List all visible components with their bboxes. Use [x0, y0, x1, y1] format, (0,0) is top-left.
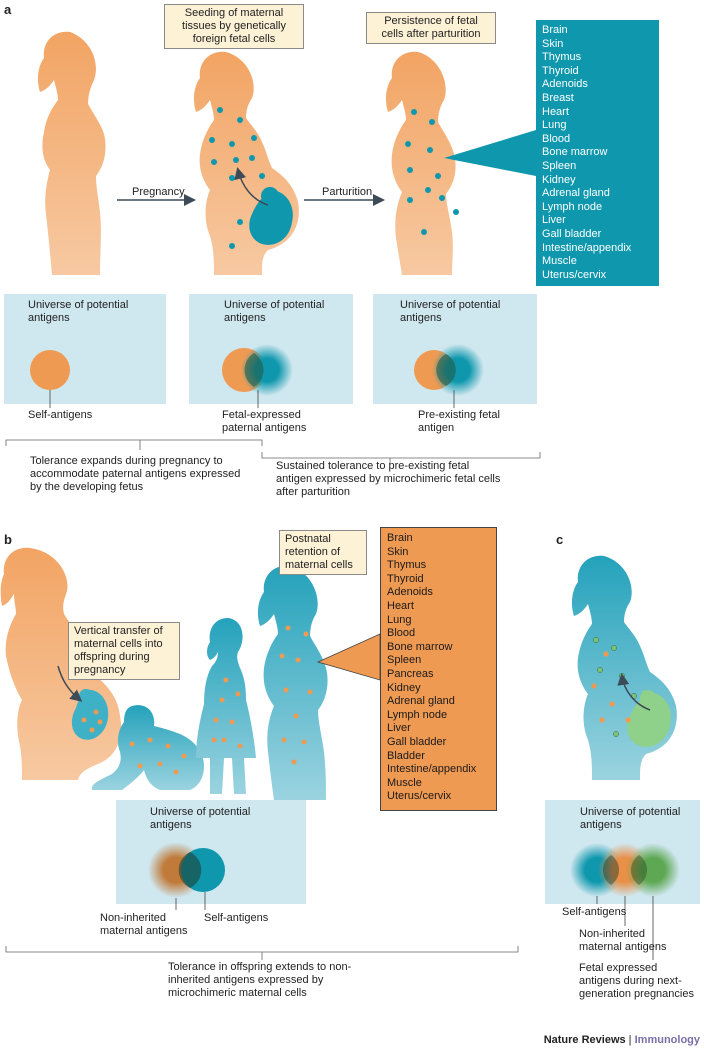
- fetal-paternal-label: Fetal-expressed paternal antigens: [222, 409, 307, 434]
- panel-label-a: a: [4, 2, 12, 17]
- organ-a-item: Lymph node: [542, 200, 603, 213]
- organ-b-item: Liver: [387, 722, 411, 735]
- self-antigen-circle-a1: [30, 350, 70, 390]
- caption-a-left: Tolerance expands during pregnancy to ac…: [30, 455, 241, 493]
- footer-separator: |: [625, 1034, 635, 1046]
- universe-title-b: Universe of potential antigens: [150, 806, 251, 831]
- organ-a-item: Adrenal gland: [542, 187, 610, 200]
- organ-a-item: Thyroid: [542, 64, 579, 77]
- organ-a-item: Adenoids: [542, 78, 588, 91]
- fetal-next-circle-c: [626, 843, 680, 897]
- adult-figure: [257, 565, 328, 800]
- organ-b-item: Uterus/cervix: [387, 790, 452, 803]
- organ-a-item: Breast: [542, 91, 574, 104]
- baby-figure: [91, 705, 204, 790]
- organ-b-item: Gall bladder: [387, 735, 447, 748]
- child-figure: [196, 618, 256, 794]
- organ-a-item: Spleen: [542, 159, 577, 172]
- organ-b-item: Bone marrow: [387, 640, 453, 653]
- journal-section: Immunology: [634, 1034, 700, 1046]
- fetal-cells-woman-2: [209, 107, 265, 249]
- organ-b-item: Spleen: [387, 654, 422, 667]
- organ-callout-b: [316, 633, 381, 681]
- self-antigens-label-a: Self-antigens: [28, 409, 93, 421]
- organ-b-item: Blood: [387, 627, 416, 640]
- fetal-next-label-c: Fetal expressed antigens during next-gen…: [579, 962, 694, 1000]
- organ-b-item: Lymph node: [387, 708, 448, 721]
- organ-a-item: Skin: [542, 37, 564, 50]
- universe-title-c: Universe of potential antigens: [580, 806, 681, 831]
- journal-footer: Nature Reviews | Immunology: [544, 1034, 700, 1046]
- organ-a-item: Thymus: [542, 51, 582, 64]
- organ-b-item: Kidney: [387, 681, 421, 694]
- universe-title-a2: Universe of potential antigens: [224, 299, 325, 324]
- preexisting-label: Pre-existing fetal antigen: [418, 409, 500, 434]
- organ-b-item: Brain: [387, 532, 413, 544]
- parturition-label: Parturition: [322, 186, 373, 198]
- organ-b-item: Lung: [387, 613, 412, 626]
- organ-a-item: Heart: [542, 105, 569, 118]
- woman-figure-c: [571, 555, 677, 780]
- organ-b-item: Muscle: [387, 776, 422, 789]
- note-persistence: Persistence of fetal cells after parturi…: [366, 12, 496, 44]
- bracket-a-right: [261, 452, 541, 459]
- organ-a-item: Brain: [542, 24, 568, 36]
- fetus: [249, 187, 293, 245]
- woman-figure-3: [385, 51, 456, 276]
- organ-a-item: Gall bladder: [542, 227, 602, 240]
- caption-a-right: Sustained tolerance to pre-existing feta…: [276, 460, 501, 498]
- organ-callout-a: [444, 130, 536, 176]
- pregnancy-label: Pregnancy: [132, 186, 185, 198]
- self-antigens-label-b: Self-antigens: [204, 912, 269, 924]
- mother-figure-b: [0, 547, 122, 780]
- organ-a-item: Kidney: [542, 173, 576, 186]
- organ-b-item: Heart: [387, 599, 414, 612]
- bracket-a-left: [5, 439, 263, 446]
- note-seeding: Seeding of maternal tissues by genetical…: [164, 4, 304, 49]
- organ-a-item: Muscle: [542, 255, 577, 268]
- universe-box-a1: [4, 294, 166, 404]
- organ-a-item: Liver: [542, 214, 566, 227]
- organ-b-item: Thyroid: [387, 572, 424, 585]
- organ-b-item: Bladder: [387, 749, 425, 762]
- panel-label-b: b: [4, 532, 12, 547]
- nima-label-c: Non-inherited maternal antigens: [579, 928, 667, 953]
- bracket-b: [5, 946, 519, 953]
- caption-b: Tolerance in offspring extends to non-in…: [168, 961, 352, 999]
- organ-a-item: Uterus/cervix: [542, 268, 607, 281]
- journal-name: Nature Reviews: [543, 1034, 626, 1046]
- self-antigens-label-c: Self-antigens: [562, 906, 627, 918]
- organ-a-item: Bone marrow: [542, 146, 608, 159]
- universe-title-a3: Universe of potential antigens: [400, 299, 501, 324]
- universe-title-a1: Universe of potential antigens: [28, 299, 129, 324]
- woman-figure-2: [193, 51, 299, 276]
- nima-label-b: Non-inherited maternal antigens: [100, 912, 188, 937]
- organ-b-item: Adrenal gland: [387, 695, 455, 708]
- fetal-cells-woman-3: [405, 109, 459, 235]
- organ-b-item: Skin: [387, 545, 409, 558]
- panel-label-c: c: [556, 532, 564, 547]
- organ-b-item: Intestine/appendix: [387, 763, 477, 776]
- organ-b-item: Pancreas: [387, 667, 434, 680]
- note-vertical-transfer: Vertical transfer of maternal cells into…: [68, 622, 180, 680]
- organ-a-item: Blood: [542, 132, 571, 145]
- organ-a-item: Lung: [542, 119, 567, 132]
- note-postnatal: Postnatal retention of maternal cells: [279, 530, 367, 575]
- organ-b-item: Adenoids: [387, 586, 433, 599]
- woman-figure-1: [37, 31, 106, 276]
- organ-b-item: Thymus: [387, 559, 427, 572]
- organ-a-item: Intestine/appendix: [542, 241, 632, 254]
